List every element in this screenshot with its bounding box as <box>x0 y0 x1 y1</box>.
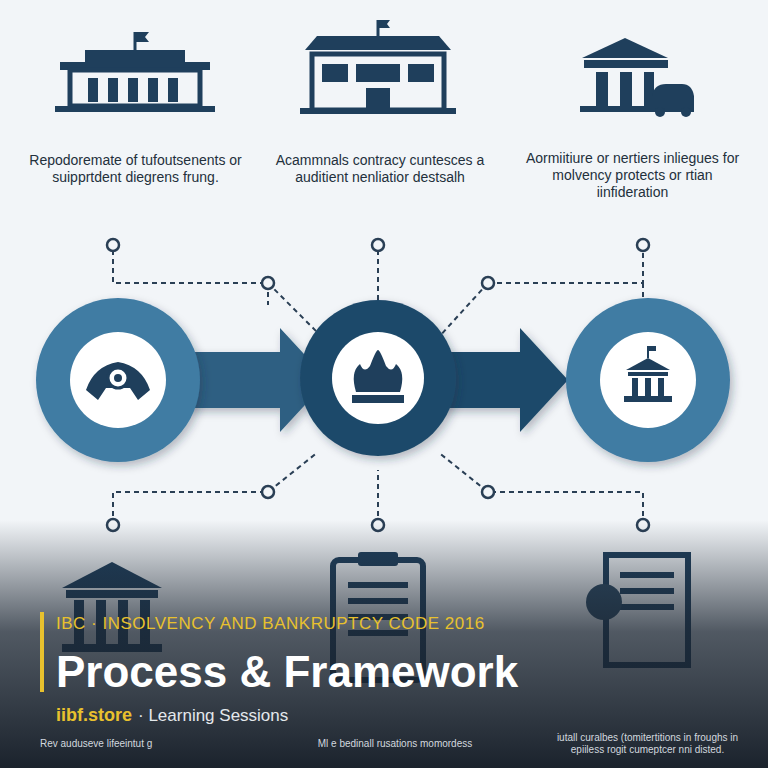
banner-subtitle: IBC · INSOLVENCY AND BANKRUPTCY CODE 201… <box>56 614 485 634</box>
step-caption: iutall curalbes (tomitertitions in froug… <box>540 732 755 756</box>
banner-title: Process & Framework <box>56 646 518 698</box>
step-caption: Ml e bedinall rusations momordess <box>300 738 490 750</box>
step-caption: Rev auduseve lifeeintut g <box>40 738 240 750</box>
site-tagline: · Learning Sessions <box>138 706 288 726</box>
step-caption: Repodoremate of tufoutsenents or suipprt… <box>28 152 243 186</box>
step-caption: Aormiitiure or nertiers inliegues for mo… <box>525 150 740 201</box>
step-caption: Acammnals contracy cuntesces a auditient… <box>275 152 485 186</box>
site-name: iibf.store <box>56 705 132 726</box>
top-icons <box>55 20 694 117</box>
